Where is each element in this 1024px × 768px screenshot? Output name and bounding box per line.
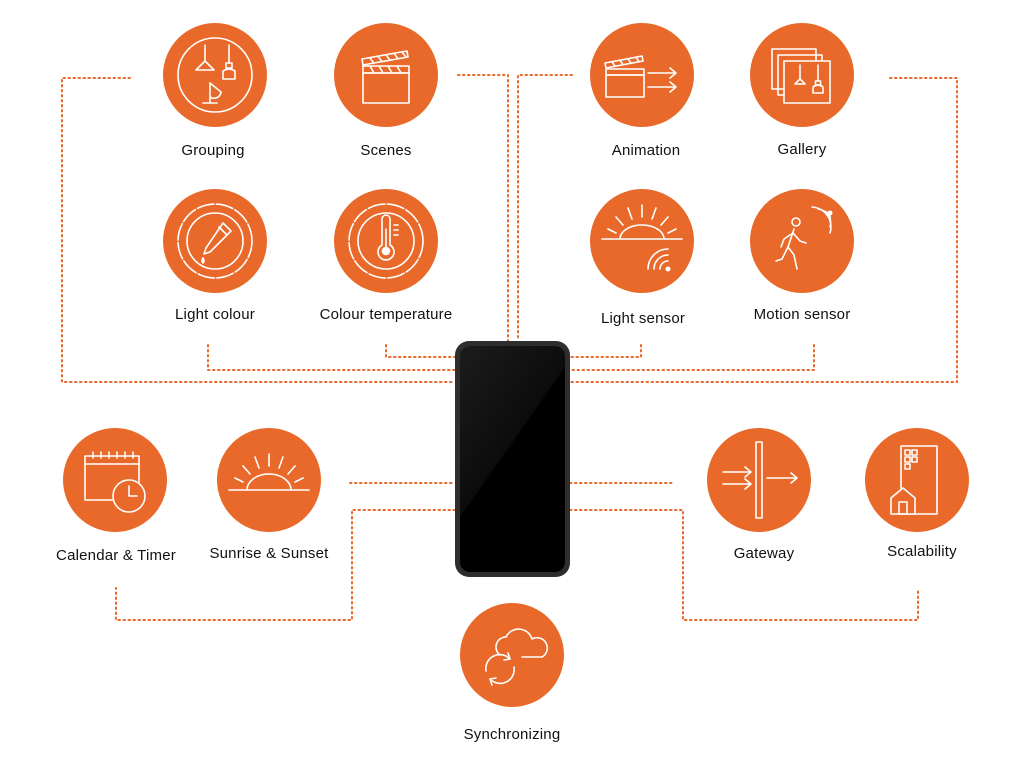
sunrise-sunset-label: Sunrise & Sunset — [209, 545, 329, 562]
smartphone-icon — [455, 341, 570, 577]
gallery-label: Gallery — [777, 141, 827, 158]
colour-temperature-label: Colour temperature — [319, 306, 453, 323]
gallery-frames-icon — [771, 48, 831, 104]
connector-bottom-right — [569, 509, 919, 621]
scalability-label: Scalability — [887, 543, 957, 560]
connector-light-colour — [207, 344, 456, 371]
gateway-arrows-icon — [722, 441, 798, 519]
connector-bottom-left — [115, 509, 456, 621]
scenes-label: Scenes — [360, 142, 412, 159]
connector-top-right-outer — [569, 77, 958, 383]
connector-colour-temperature — [385, 344, 456, 358]
gateway-circle[interactable] — [707, 428, 811, 532]
gallery-circle[interactable] — [750, 23, 854, 127]
pendant-lamps-icon — [177, 37, 253, 113]
colour-temperature-circle[interactable] — [334, 189, 438, 293]
synchronizing-label: Synchronizing — [463, 726, 561, 743]
light-sensor-label: Light sensor — [600, 310, 686, 327]
connector-light-sensor — [569, 344, 642, 358]
clapperboard-arrows-icon — [604, 55, 677, 98]
calendar-timer-label: Calendar & Timer — [56, 547, 176, 564]
building-house-icon — [890, 445, 938, 515]
calendar-clock-icon — [84, 451, 146, 513]
scalability-circle[interactable] — [865, 428, 969, 532]
thermometer-wheel-icon — [348, 203, 424, 279]
sun-sensor-icon — [601, 204, 683, 272]
grouping-label: Grouping — [181, 142, 245, 159]
animation-label: Animation — [611, 142, 681, 159]
light-sensor-circle[interactable] — [590, 189, 694, 293]
gateway-label: Gateway — [733, 545, 795, 562]
synchronizing-circle[interactable] — [460, 603, 564, 707]
light-colour-label: Light colour — [175, 306, 255, 323]
connector-top-left-outer — [61, 77, 456, 383]
clapperboard-icon — [361, 50, 410, 104]
sunrise-icon — [228, 453, 310, 491]
connector-top-left-inner — [457, 74, 509, 342]
grouping-circle[interactable] — [163, 23, 267, 127]
smartphone-screen — [460, 346, 565, 572]
motion-sensor-label: Motion sensor — [753, 306, 851, 323]
connector-top-right-inner — [517, 74, 573, 342]
cloud-sync-icon — [485, 628, 549, 686]
sunrise-sunset-circle[interactable] — [217, 428, 321, 532]
motion-sensor-circle[interactable] — [750, 189, 854, 293]
walking-person-sensor-icon — [775, 206, 833, 270]
light-colour-circle[interactable] — [163, 189, 267, 293]
color-wheel-dropper-icon — [177, 203, 253, 279]
animation-circle[interactable] — [590, 23, 694, 127]
connector-motion-sensor — [569, 344, 815, 371]
calendar-timer-circle[interactable] — [63, 428, 167, 532]
scenes-circle[interactable] — [334, 23, 438, 127]
